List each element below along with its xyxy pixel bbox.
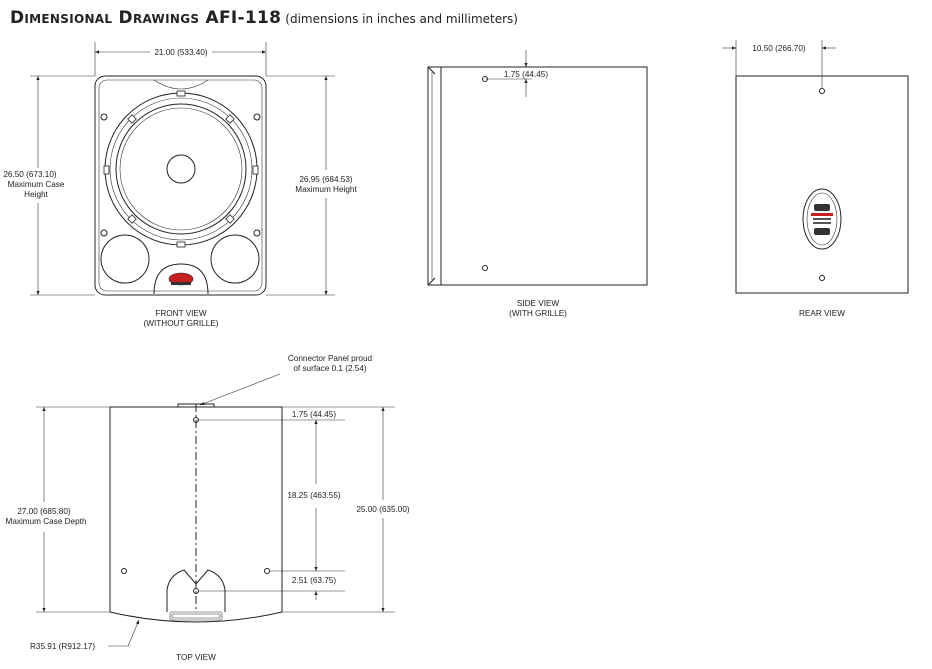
top-left-dim-1: 27.00 (685.80)	[17, 507, 71, 516]
callout-line-1: Connector Panel proud	[288, 354, 373, 363]
front-left-dim-1: 26.50 (673.10)	[3, 170, 57, 179]
connector-bottom	[814, 228, 830, 235]
front-view-caption-1: FRONT VIEW	[155, 309, 207, 318]
front-cabinet-outline	[94, 75, 267, 296]
title-subtitle: (dimensions in inches and millimeters)	[285, 12, 518, 26]
rear-cabinet-outline	[735, 75, 909, 294]
front-view: 21.00 (533.40) 26.50 (673.10) Maximum Ca…	[3, 42, 357, 296]
side-offset-dim: 1.75 (44.45)	[504, 70, 548, 79]
top-view: Connector Panel proud of surface 0.1 (2.…	[6, 354, 410, 651]
callout-line-2: of surface 0.1 (2.54)	[293, 364, 367, 373]
woofer-outer-ring	[104, 92, 258, 246]
front-right-dim-1: 26.95 (684.53)	[299, 175, 353, 184]
top-dim-top: 1.75 (44.45)	[292, 410, 336, 419]
top-dim-middle: 18.25 (463.55)	[287, 491, 341, 500]
woofer-dust-cap	[166, 154, 196, 184]
rear-view: 10.50 (266.70)	[722, 40, 909, 294]
rear-view-caption: REAR VIEW	[799, 309, 845, 318]
woofer-cone	[115, 103, 247, 235]
rear-connector-panel	[802, 188, 842, 250]
side-view-caption-1: SIDE VIEW	[517, 299, 560, 308]
top-view-caption: TOP VIEW	[176, 653, 216, 662]
radius-label: R35.91 (R912.17)	[30, 642, 95, 651]
front-left-dim-3: Height	[24, 190, 48, 199]
side-view-caption-2: (WITH GRILLE)	[509, 309, 567, 318]
title-main: Dimensional Drawings AFI-118	[10, 8, 282, 28]
side-view: 1.75 (44.45)	[427, 50, 648, 286]
front-view-caption-2: (WITHOUT GRILLE)	[144, 319, 219, 328]
top-left-dim-2: Maximum Case Depth	[6, 517, 87, 526]
top-cabinet-outline	[109, 406, 283, 623]
front-left-dim-2: Maximum Case	[8, 180, 65, 189]
port-right	[210, 234, 260, 284]
port-left	[100, 234, 150, 284]
connector-top	[814, 204, 830, 211]
page-title: Dimensional Drawings AFI-118(dimensions …	[10, 8, 518, 28]
front-right-dim-2: Maximum Height	[295, 185, 357, 194]
top-dim-bottom: 2.51 (63.75)	[292, 576, 336, 585]
front-width-dim: 21.00 (533.40)	[154, 48, 208, 57]
top-dim-overall: 25.00 (635.00)	[356, 505, 410, 514]
side-cabinet-outline	[440, 66, 648, 286]
rear-offset-dim: 10.50 (266.70)	[752, 44, 806, 53]
